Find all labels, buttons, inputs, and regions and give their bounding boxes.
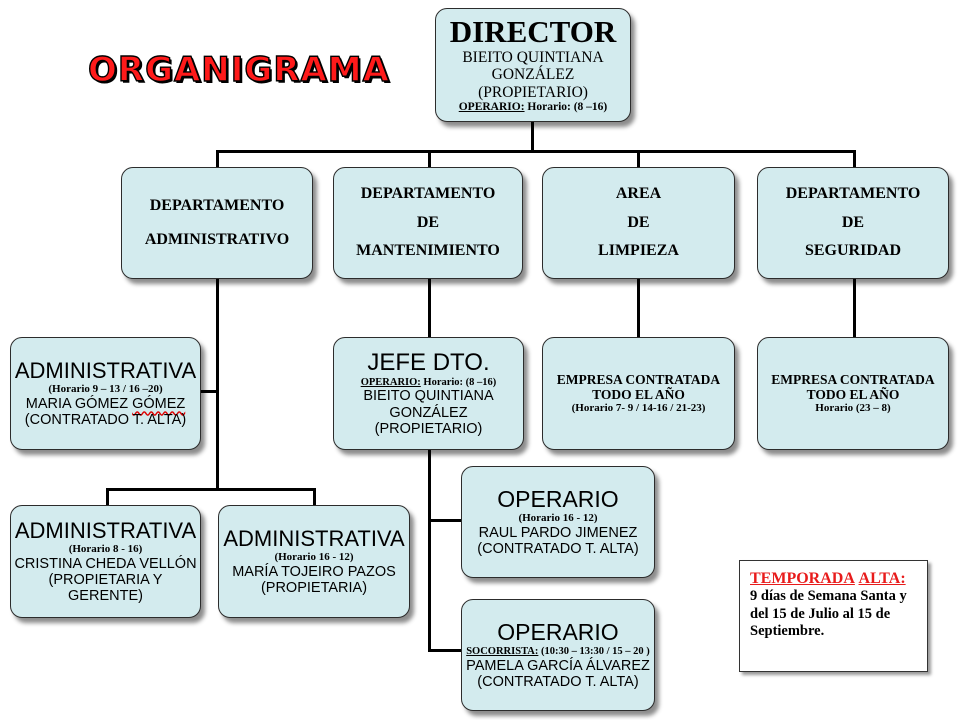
- jefe-dto-box: JEFE DTO. OPERARIO: Horario: (8 –16) BIE…: [333, 337, 524, 450]
- admin2-schedule: (Horario 8 - 16): [68, 543, 143, 556]
- connector-top-bus: [216, 150, 855, 153]
- dept-seguridad-line3: SEGURIDAD: [804, 242, 901, 260]
- director-schedule-text: Horario: (8 –16): [524, 100, 608, 113]
- admin3-schedule: (Horario 16 - 12): [274, 551, 354, 564]
- connector-admin2: [106, 488, 109, 506]
- temporada-line2: del 15 de Julio al 15 de: [750, 605, 891, 622]
- limpieza-line1: EMPRESA CONTRATADA: [556, 372, 721, 388]
- dept-mantenimiento-line1: DEPARTAMENTO: [360, 184, 496, 202]
- director-heading: DIRECTOR: [449, 14, 617, 50]
- limpieza-line2: TODO EL AÑO: [592, 387, 685, 403]
- dept-administrativo-line2: ADMINISTRATIVO: [144, 231, 290, 248]
- director-role-label: OPERARIO:: [458, 100, 525, 113]
- seguridad-company-box: EMPRESA CONTRATADA TODO EL AÑO Horario (…: [757, 337, 949, 450]
- connector-director-down: [531, 121, 534, 152]
- dept-seguridad-line2: DE: [841, 213, 865, 231]
- admin1-name-a: MARIA GÓMEZ: [25, 395, 133, 412]
- temporada-alta-note: TEMPORADA ALTA: 9 días de Semana Santa y…: [739, 560, 928, 672]
- connector-admin1: [200, 390, 218, 393]
- dept-limpieza-line2: DE: [627, 213, 650, 231]
- connector-admin-bus: [106, 488, 316, 491]
- director-schedule: OPERARIO: Horario: (8 –16): [459, 101, 608, 114]
- temporada-label: TEMPORADA ALTA:: [750, 569, 917, 588]
- operario2-heading: OPERARIO: [497, 619, 619, 646]
- connector-mant-jefe: [428, 279, 431, 337]
- operario1-name: RAUL PARDO JIMENEZ: [478, 524, 638, 541]
- admin1-schedule: (Horario 9 – 13 / 16 –20): [48, 383, 163, 396]
- connector-dept-mant: [428, 150, 431, 168]
- admin1-heading: ADMINISTRATIVA: [14, 357, 197, 383]
- connector-jefe-trunk: [428, 450, 431, 651]
- connector-dept-limp: [637, 150, 640, 168]
- connector-admin3: [313, 488, 316, 506]
- admin-box-cristina-cheda: ADMINISTRATIVA (Horario 8 - 16) CRISTINA…: [10, 505, 201, 618]
- operario2-status: (CONTRATADO T. ALTA): [477, 673, 639, 690]
- admin3-status: (PROPIETARIA): [260, 579, 368, 596]
- dept-mantenimiento-line3: MANTENIMIENTO: [356, 242, 500, 260]
- dept-mantenimiento: DEPARTAMENTO DE MANTENIMIENTO: [333, 167, 523, 279]
- admin2-heading: ADMINISTRATIVA: [14, 517, 197, 543]
- admin1-status: (CONTRATADO T. ALTA): [24, 411, 187, 428]
- admin1-name: MARIA GÓMEZ GÓMEZ: [26, 396, 186, 412]
- diagram-title: ORGANIGRAMA: [87, 49, 390, 90]
- admin1-name-b: GÓMEZ: [132, 395, 186, 412]
- limpieza-company-box: EMPRESA CONTRATADA TODO EL AÑO (Horario …: [542, 337, 735, 450]
- operario1-status: (CONTRATADO T. ALTA): [477, 541, 639, 558]
- admin2-name: CRISTINA CHEDA VELLÓN: [14, 555, 197, 572]
- temporada-line3: Septiembre.: [750, 623, 825, 640]
- connector-admin-trunk: [216, 279, 219, 490]
- jefe-role-label: OPERARIO:: [360, 376, 421, 388]
- director-box: DIRECTOR BIEITO QUINTIANA GONZÁLEZ (PROP…: [435, 8, 631, 122]
- operario-box-raul-pardo: OPERARIO (Horario 16 - 12) RAUL PARDO JI…: [461, 466, 655, 578]
- seguridad-line1: EMPRESA CONTRATADA: [771, 372, 935, 388]
- dept-seguridad: DEPARTAMENTO DE SEGURIDAD: [757, 167, 949, 279]
- operario2-role-label: SOCORRISTA:: [466, 645, 539, 657]
- seguridad-schedule: Horario (23 – 8): [815, 402, 891, 415]
- admin3-name: MARÍA TOJEIRO PAZOS: [232, 563, 396, 580]
- jefe-name-line1: BIEITO QUINTIANA: [363, 388, 494, 405]
- operario2-schedule: SOCORRISTA: (10:30 – 13:30 / 15 – 20 ): [466, 646, 650, 658]
- admin-box-maria-tojeiro: ADMINISTRATIVA (Horario 16 - 12) MARÍA T…: [218, 505, 410, 618]
- director-name-line2: GONZÁLEZ (PROPIETARIO): [478, 66, 588, 101]
- admin-box-maria-gomez: ADMINISTRATIVA (Horario 9 – 13 / 16 –20)…: [10, 337, 201, 450]
- dept-mantenimiento-line2: DE: [416, 213, 440, 231]
- operario2-schedule-text: (10:30 – 13:30 / 15 – 20 ): [538, 645, 650, 657]
- dept-administrativo-line1: DEPARTAMENTO: [149, 197, 285, 215]
- dept-limpieza-line3: LIMPIEZA: [598, 242, 679, 260]
- operario2-name: PAMELA GARCÍA ÁLVAREZ: [466, 657, 650, 674]
- dept-limpieza-line1: AREA: [615, 184, 662, 202]
- dept-administrativo: DEPARTAMENTO ADMINISTRATIVO: [121, 167, 313, 279]
- jefe-schedule: OPERARIO: Horario: (8 –16): [361, 377, 497, 389]
- connector-dept-admin: [216, 150, 219, 168]
- jefe-name-line2: GONZÁLEZ (PROPIETARIO): [374, 404, 483, 437]
- connector-limpieza: [637, 279, 640, 337]
- connector-dept-seg: [853, 150, 856, 168]
- jefe-schedule-text: Horario: (8 –16): [420, 376, 497, 388]
- admin3-heading: ADMINISTRATIVA: [223, 525, 405, 551]
- director-name-line1: BIEITO QUINTIANA: [462, 48, 604, 66]
- temporada-line1: 9 días de Semana Santa y: [750, 588, 907, 605]
- temporada-label-1: TEMPORADA: [750, 570, 855, 587]
- temporada-label-2: ALTA:: [858, 570, 906, 587]
- dept-limpieza: AREA DE LIMPIEZA: [542, 167, 735, 279]
- connector-operario2: [428, 649, 463, 652]
- connector-operario1: [428, 519, 463, 522]
- limpieza-schedule: (Horario 7- 9 / 14-16 / 21-23): [571, 402, 706, 415]
- dept-seguridad-line1: DEPARTAMENTO: [785, 184, 921, 202]
- operario1-schedule: (Horario 16 - 12): [518, 512, 598, 525]
- admin2-status: (PROPIETARIA Y GERENTE): [48, 571, 163, 605]
- operario1-heading: OPERARIO: [497, 485, 619, 512]
- operario-box-pamela-garcia: OPERARIO SOCORRISTA: (10:30 – 13:30 / 15…: [461, 599, 655, 711]
- jefe-heading: JEFE DTO.: [367, 348, 490, 376]
- connector-seguridad: [853, 279, 856, 337]
- seguridad-line2: TODO EL AÑO: [806, 387, 900, 403]
